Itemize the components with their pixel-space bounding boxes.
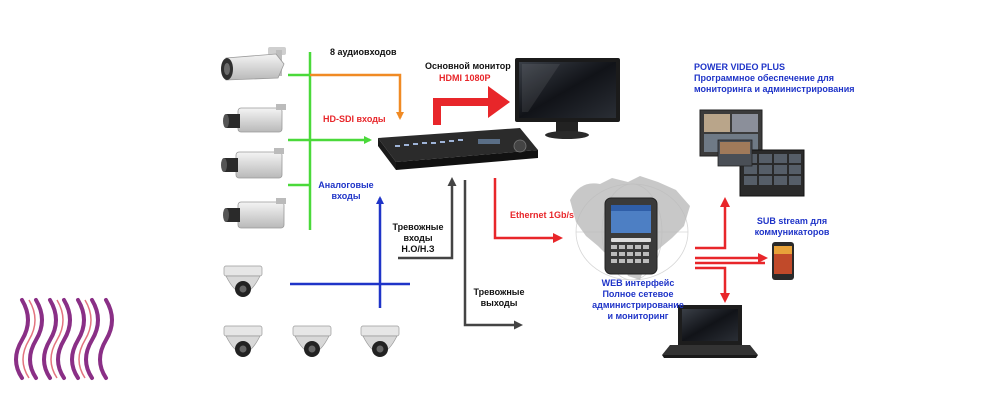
alarm-outputs-arrow [463, 180, 523, 330]
dome-camera-icon [223, 325, 263, 357]
web-interface-label: WEB интерфейс Полное сетевое администрир… [592, 278, 684, 321]
main-monitor-label: Основной монитор [425, 61, 511, 71]
analog-connection-lines [290, 196, 410, 308]
box-camera-icon [223, 104, 286, 133]
dome-camera-icon [292, 325, 332, 357]
world-map-grid [575, 183, 689, 281]
hdmi-label: HDMI 1080P [439, 73, 491, 83]
alarm-inputs-arrow [398, 177, 457, 260]
alarm-outputs-label: Тревожные выходы [473, 287, 525, 308]
network-output-arrows [695, 197, 768, 303]
bullet-camera-icon [221, 47, 286, 81]
monitor-icon [515, 58, 620, 139]
analog-inputs-label: Аналоговые входы [318, 180, 374, 201]
hdmi-arrow [433, 86, 510, 125]
box-camera-icon [223, 198, 286, 229]
dvr-recorder-icon [378, 128, 538, 170]
hdsdi-inputs-label: HD-SDI входы [323, 114, 386, 124]
laptop-icon [662, 305, 758, 358]
ethernet-arrow [493, 178, 563, 243]
smartphone-icon [604, 197, 658, 275]
software-label: POWER VIDEO PLUS Программное обеспечение… [694, 62, 855, 94]
dome-camera-icon [360, 325, 400, 357]
ethernet-label: Ethernet 1Gb/s [510, 210, 575, 220]
sub-stream-label: SUB stream для коммуникаторов [754, 216, 830, 237]
mobile-phone-icon [772, 242, 794, 280]
brand-logo-accent [22, 299, 92, 379]
alarm-inputs-label: Тревожные входы Н.О/Н.З [392, 222, 444, 254]
hdsdi-connection-lines [288, 52, 372, 230]
box-camera-icon [221, 148, 284, 179]
audio-inputs-label: 8 аудиовходов [330, 47, 397, 57]
software-screens-icon [699, 109, 805, 197]
dome-camera-icon [223, 265, 263, 297]
audio-arrow [310, 73, 404, 120]
brand-logo [14, 298, 114, 380]
